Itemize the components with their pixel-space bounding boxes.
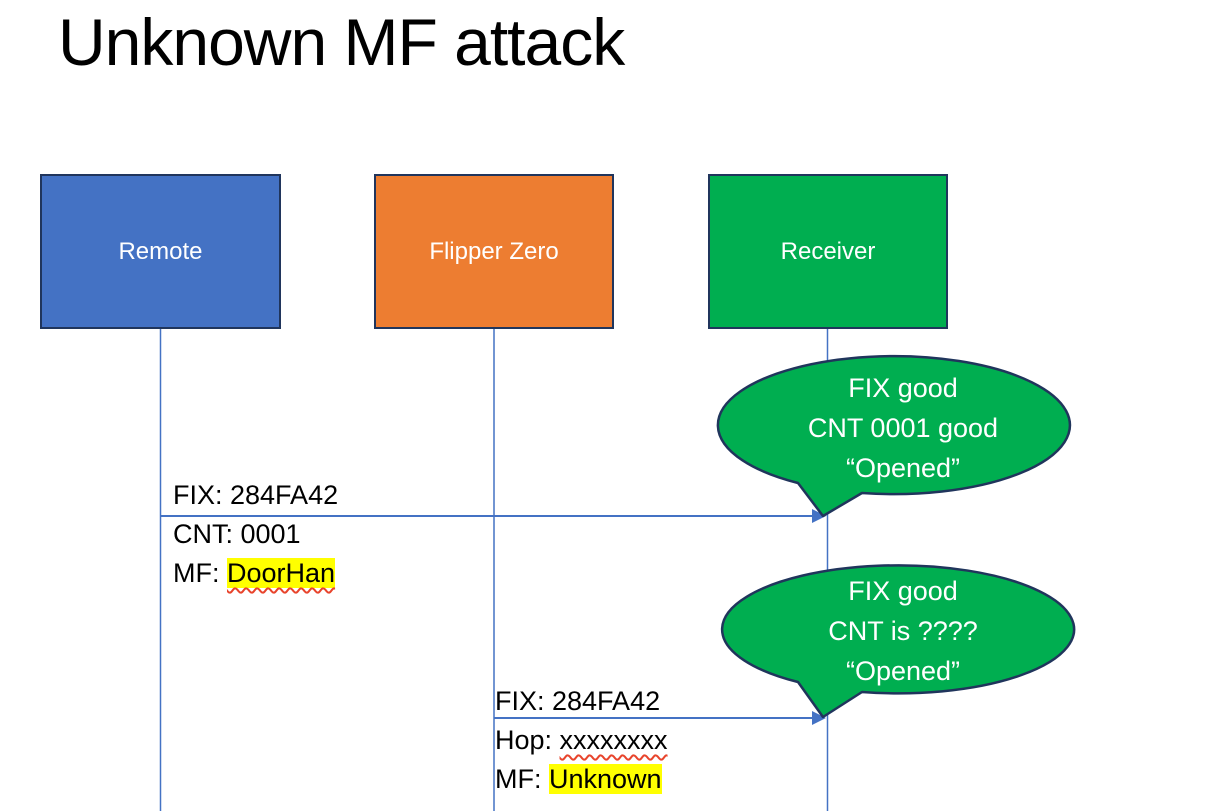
actor-label-remote: Remote — [118, 237, 203, 265]
message-2-labels: FIX: 284FA42 Hop: xxxxxxxx MF: Unknown — [495, 682, 668, 799]
actor-label-flipper-zero: Flipper Zero — [429, 237, 559, 265]
speech-bubble-2 — [720, 564, 1076, 719]
bubble-1-line-2: CNT 0001 good — [807, 413, 999, 443]
message-2-mf-label: MF: Unknown — [495, 764, 662, 794]
actor-box-receiver: Receiver — [708, 174, 948, 329]
speech-bubble-2-text: FIX good CNT is ???? “Opened” — [738, 571, 1068, 691]
actor-label-receiver: Receiver — [780, 237, 876, 265]
message-arrow-1-arrowhead-icon — [812, 509, 826, 523]
bubble-1-line-3: “Opened” — [845, 453, 961, 483]
highlighted-doorhan-text: DoorHan — [227, 558, 336, 588]
speech-bubble-1-text: FIX good CNT 0001 good “Opened” — [738, 368, 1068, 488]
message-2-hop-label: Hop: xxxxxxxx — [495, 725, 668, 755]
slide-title: Unknown MF attack — [58, 5, 625, 79]
message-1-cnt-label: CNT: 0001 — [173, 519, 301, 549]
message-1-fix-label: FIX: 284FA42 — [173, 480, 339, 510]
message-1-mf-label: MF: DoorHan — [173, 558, 336, 588]
message-arrow-2-arrowhead-icon — [812, 711, 826, 725]
bubble-1-line-1: FIX good — [848, 373, 958, 403]
message-1-labels: FIX: 284FA42 CNT: 0001 MF: DoorHan — [173, 476, 338, 593]
speech-bubble-1 — [716, 354, 1072, 518]
bubble-2-line-1: FIX good — [848, 576, 958, 606]
message-2-fix-label: FIX: 284FA42 — [495, 686, 661, 716]
bubble-2-line-3: “Opened” — [845, 656, 961, 686]
actor-box-remote: Remote — [40, 174, 281, 329]
bubble-2-line-2: CNT is ???? — [828, 616, 978, 646]
actor-box-flipper-zero: Flipper Zero — [374, 174, 614, 329]
highlighted-unknown-text: Unknown — [549, 764, 662, 794]
squiggled-hop-text: xxxxxxxx — [559, 725, 668, 755]
